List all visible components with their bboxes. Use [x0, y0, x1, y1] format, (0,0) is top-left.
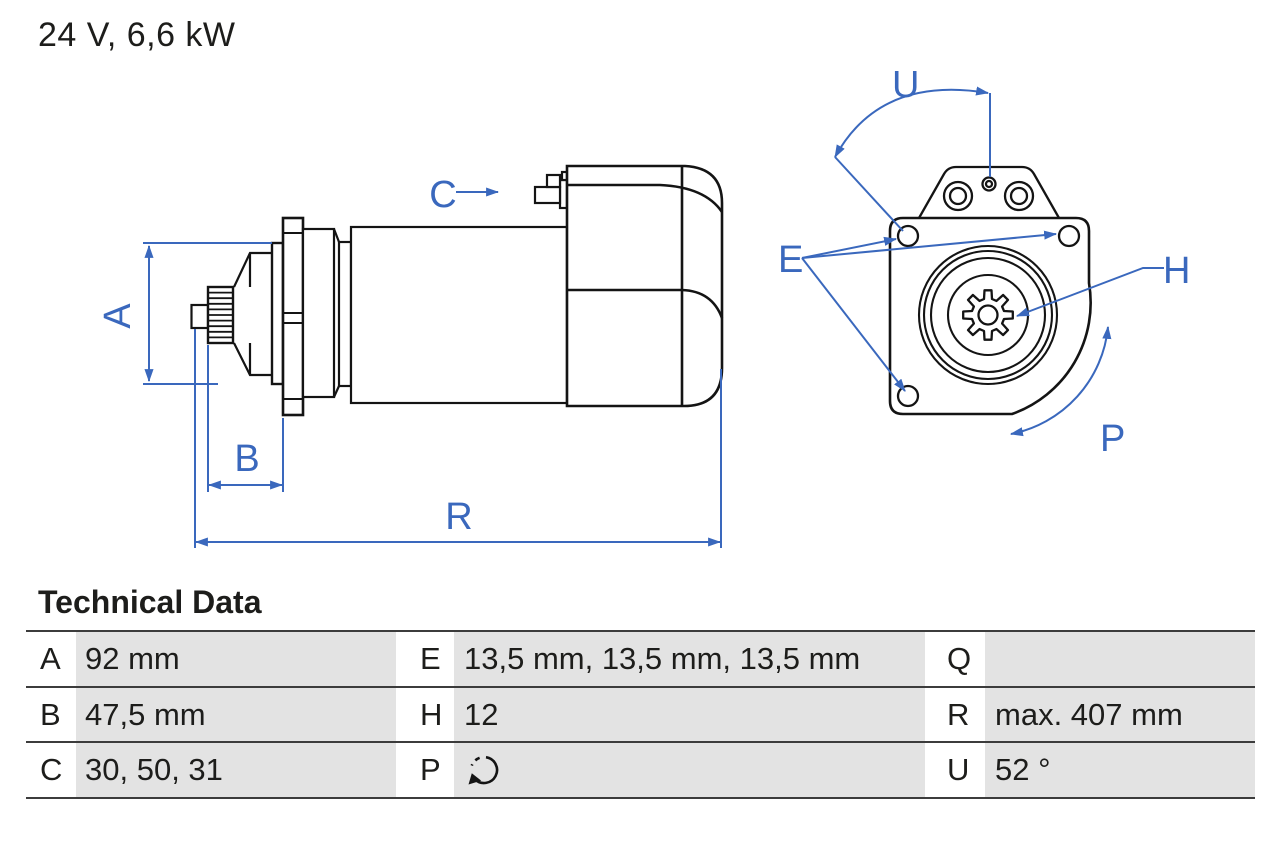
- param-label: C: [26, 743, 76, 798]
- mount-hole-bottom-left: [896, 384, 920, 408]
- rotation-label-P: P: [1100, 418, 1125, 460]
- technical-data-table: A 92 mm E 13,5 mm, 13,5 mm, 13,5 mm Q B …: [26, 630, 1255, 800]
- drive-end-housing: [301, 227, 336, 399]
- param-label: R: [925, 687, 985, 742]
- rotation-direction-icon: [454, 752, 502, 788]
- table-row: B 47,5 mm H 12 R max. 407 mm: [26, 685, 1255, 742]
- angle-U-leg-diagonal: [834, 156, 904, 232]
- page-title: 24 V, 6,6 kW: [38, 16, 236, 54]
- side-view-dimensions: [143, 187, 722, 548]
- param-value: 47,5 mm: [76, 687, 396, 742]
- pointer-label-H: H: [1163, 250, 1190, 292]
- pointer-E-top-left: [801, 236, 898, 259]
- rear-housing: [565, 164, 724, 408]
- bore-circles: [917, 244, 1059, 386]
- pinion-gear-front: [962, 289, 1014, 341]
- front-view: [888, 165, 1092, 416]
- terminal-stud: [533, 170, 569, 210]
- clutch-ring: [270, 241, 285, 386]
- side-view: [190, 164, 724, 417]
- housing-chamfer: [332, 228, 341, 398]
- param-label: P: [396, 743, 454, 798]
- param-value: 12: [454, 687, 925, 742]
- angle-U-arc: [834, 86, 990, 158]
- param-label: U: [925, 743, 985, 798]
- dim-label-A: A: [97, 303, 139, 329]
- motor-body: [349, 225, 569, 405]
- terminal-left: [942, 180, 974, 212]
- param-label: A: [26, 632, 76, 686]
- param-label: E: [396, 632, 454, 686]
- param-label: B: [26, 687, 76, 742]
- rotation-P-arc: [1009, 325, 1112, 437]
- front-view-annotations: [801, 86, 1164, 437]
- angle-label-U: U: [892, 64, 919, 106]
- param-value: 52 °: [985, 743, 1255, 798]
- housing-ring: [337, 240, 353, 388]
- drive-clutch: [233, 241, 285, 386]
- starter-motor-drawing: A B C R: [97, 64, 1190, 548]
- dim-label-B: B: [234, 438, 259, 480]
- shaft-tip: [190, 303, 210, 330]
- front-view-labels: U E H P: [778, 64, 1190, 460]
- dim-label-C: C: [429, 174, 456, 216]
- pinion-gear-side: [206, 285, 235, 345]
- table-row: A 92 mm E 13,5 mm, 13,5 mm, 13,5 mm Q: [26, 630, 1255, 686]
- table-row: C 30, 50, 31 P U 52 °: [26, 741, 1255, 798]
- param-value: [985, 632, 1255, 686]
- param-value: 13,5 mm, 13,5 mm, 13,5 mm: [454, 632, 925, 686]
- param-label: H: [396, 687, 454, 742]
- param-label: Q: [925, 632, 985, 686]
- pointer-E-bottom-left: [801, 257, 906, 392]
- technical-data-heading: Technical Data: [38, 584, 262, 620]
- param-value: max. 407 mm: [985, 687, 1255, 742]
- terminal-right: [1003, 180, 1035, 212]
- pointer-label-E: E: [778, 239, 803, 281]
- dim-label-R: R: [445, 496, 472, 538]
- mounting-flange-side: [281, 216, 305, 417]
- param-value: 92 mm: [76, 632, 396, 686]
- pointer-E-top-right: [801, 230, 1058, 259]
- mount-hole-top-right: [1057, 224, 1081, 248]
- param-value-icon-cell: [454, 743, 925, 798]
- side-view-labels: A B C R: [97, 174, 473, 538]
- terminal-center-small: [981, 176, 997, 192]
- pointer-H: [1015, 267, 1164, 317]
- param-value: 30, 50, 31: [76, 743, 396, 798]
